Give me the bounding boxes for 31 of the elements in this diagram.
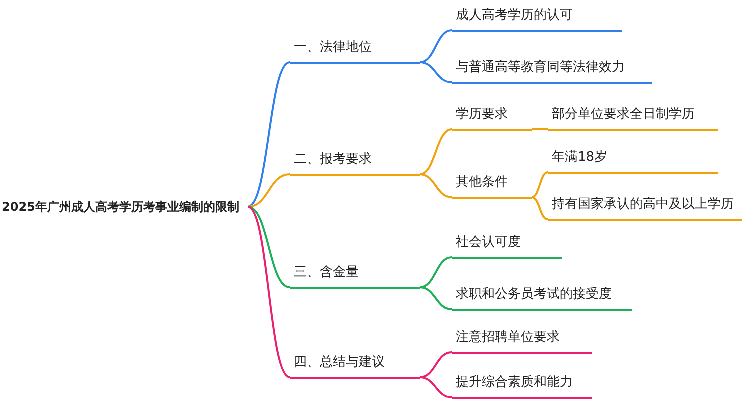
topic-label: 学历要求 — [452, 105, 532, 130]
branch-line — [532, 128, 548, 130]
branch-line — [247, 206, 291, 378]
topic-label: 四、总结与建议 — [290, 353, 420, 378]
branch-line — [532, 196, 548, 220]
topic-label: 年满18岁 — [548, 148, 718, 174]
topic-label: 注意招聘单位要求 — [452, 328, 592, 354]
topic-label: 社会认可度 — [452, 233, 562, 258]
topic-label: 其他条件 — [452, 173, 532, 198]
branch-line — [248, 206, 290, 288]
topic-label: 二、报考要求 — [290, 150, 420, 176]
branch-line — [248, 174, 290, 208]
branch-line — [420, 256, 452, 288]
topic-label: 部分单位要求全日制学历 — [548, 105, 718, 130]
branch-line — [420, 352, 452, 378]
branch-line — [420, 30, 452, 64]
branch-line — [420, 376, 452, 398]
topic-label: 与普通高等教育同等法律效力 — [452, 58, 652, 84]
branch-line — [420, 62, 452, 84]
topic-label: 持有国家承认的高中及以上学历 — [548, 195, 742, 220]
branch-line — [248, 62, 290, 208]
topic-label: 提升综合素质和能力 — [452, 373, 592, 398]
topic-label: 一、法律地位 — [290, 38, 420, 64]
root-topic: 2025年广州成人高考学历考事业编制的限制 — [2, 198, 242, 216]
branch-line — [420, 286, 452, 310]
branch-line — [420, 174, 452, 198]
topic-label: 三、含金量 — [290, 263, 420, 288]
branch-line — [532, 172, 548, 198]
topic-label: 求职和公务员考试的接受度 — [452, 285, 632, 310]
topic-label: 成人高考学历的认可 — [452, 6, 622, 32]
branch-line — [420, 128, 452, 176]
